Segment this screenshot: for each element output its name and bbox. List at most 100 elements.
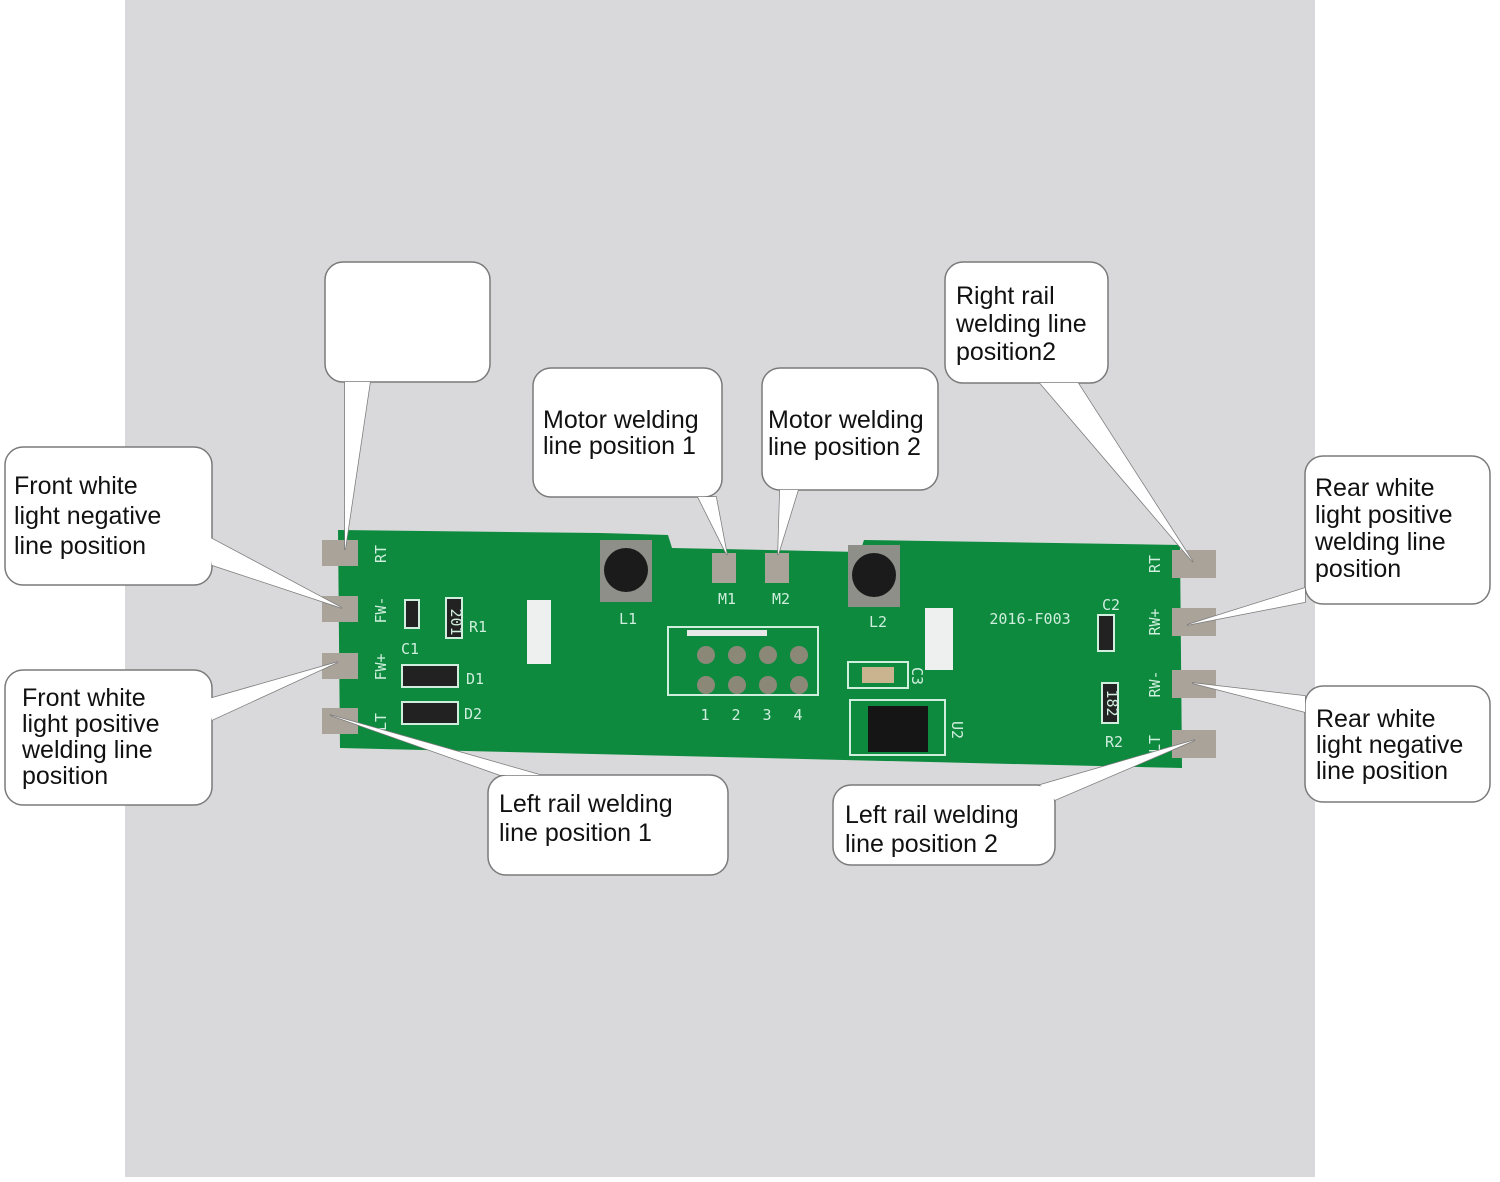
callout-text-line: line position 1 <box>543 432 696 460</box>
left-pad-label: RT <box>372 545 390 563</box>
callout-box <box>761 367 939 491</box>
u2-chip <box>868 706 928 752</box>
header-pin <box>728 646 746 664</box>
callout-text-line: Left rail welding <box>499 790 673 818</box>
smd-component <box>1101 682 1119 724</box>
callout-box <box>944 261 1109 384</box>
left-pad-label: FW+ <box>372 653 390 680</box>
board-model: 2016-F003 <box>989 610 1070 628</box>
callout-text-line: Left rail welding <box>845 801 1019 829</box>
callout-blank <box>324 261 491 551</box>
callout-text-line: position <box>1315 555 1401 583</box>
callout-text-line: welding line <box>1314 528 1446 556</box>
header-number: 4 <box>793 706 802 724</box>
pad-m1 <box>712 553 736 583</box>
header-number: 2 <box>731 706 740 724</box>
header-number: 1 <box>700 706 709 724</box>
callout-text-line: Rear white <box>1315 474 1435 502</box>
callout-box <box>1304 685 1491 803</box>
callout-text-line: line position 2 <box>845 830 998 858</box>
resistor-code: 182 <box>1103 689 1121 716</box>
smd-component <box>445 597 463 639</box>
callout-pointer-fill <box>1040 740 1195 800</box>
smd-component <box>401 664 459 688</box>
board-body <box>338 530 1182 768</box>
callout-pointer-fill <box>205 535 342 608</box>
callout-pointer-fill <box>698 497 727 555</box>
right-pad-label: RW+ <box>1146 608 1164 635</box>
callout-box <box>487 774 729 876</box>
u2-outline <box>849 699 946 756</box>
callout-text-line: line position 1 <box>499 819 652 847</box>
resistor-code: 201 <box>447 608 465 635</box>
component-label: C2 <box>1102 596 1120 614</box>
callout-text-line: welding line <box>955 310 1087 338</box>
header-pin <box>697 646 715 664</box>
callout-box <box>1304 455 1491 605</box>
component-label: M1 <box>718 590 736 608</box>
right-pad-1 <box>1172 608 1216 636</box>
header-pin <box>759 646 777 664</box>
component-label: M2 <box>772 590 790 608</box>
pad-m2 <box>765 553 789 583</box>
callout-text-line: Front white <box>14 472 138 500</box>
callout-text-line: Front white <box>22 684 146 712</box>
left-pad-0 <box>322 540 358 566</box>
component-label: R2 <box>1105 733 1123 751</box>
callout-text-line: line position <box>1316 757 1448 785</box>
callout-box <box>532 367 723 498</box>
smd-component <box>401 701 459 725</box>
callout-motor-1: Motor welding line position 1 <box>532 367 728 556</box>
callout-pointer-fill <box>1040 383 1193 562</box>
callout-box <box>4 669 213 806</box>
right-pad-label: RT <box>1146 555 1164 573</box>
c3-outline <box>847 661 909 689</box>
header-outline <box>667 626 819 696</box>
callout-box <box>832 784 1056 866</box>
header-pin <box>697 676 715 694</box>
header-number: 3 <box>762 706 771 724</box>
header-pin <box>728 676 746 694</box>
inductor-core <box>604 548 648 592</box>
callout-text-line: line position <box>14 532 146 560</box>
smd-component <box>404 599 420 629</box>
component-label: L1 <box>619 610 637 628</box>
component-label: C1 <box>401 640 419 658</box>
callout-pointer-fill <box>205 662 338 720</box>
callout-box <box>4 446 213 586</box>
callout-pointer-fill <box>1192 683 1305 712</box>
callout-pointer-fill <box>345 382 370 550</box>
callout-text-line: position2 <box>956 338 1056 366</box>
left-pad-label: FW- <box>372 596 390 623</box>
board-slot <box>925 608 953 670</box>
callout-text-line: position <box>22 762 108 790</box>
right-pad-label: LT <box>1146 735 1164 753</box>
callout-text-line: light positive <box>22 710 160 738</box>
callout-box <box>324 261 491 383</box>
inductor-core <box>852 553 896 597</box>
callout-text-line: Motor welding <box>543 406 699 434</box>
callout-text-line: line position 2 <box>768 433 921 461</box>
callout-text-line: light negative <box>1316 731 1463 759</box>
callout-pointer-fill <box>330 715 540 775</box>
callout-pointer-fill <box>778 490 798 555</box>
callout-text-line: Motor welding <box>768 406 924 434</box>
header-pin <box>790 676 808 694</box>
callout-text-line: light negative <box>14 502 161 530</box>
component-label: C3 <box>908 667 926 685</box>
board-slot <box>527 600 551 664</box>
right-pad-label: RW- <box>1146 670 1164 697</box>
c3-cap <box>862 667 894 683</box>
header-pin <box>759 676 777 694</box>
left-pad-label: LT <box>372 713 390 731</box>
